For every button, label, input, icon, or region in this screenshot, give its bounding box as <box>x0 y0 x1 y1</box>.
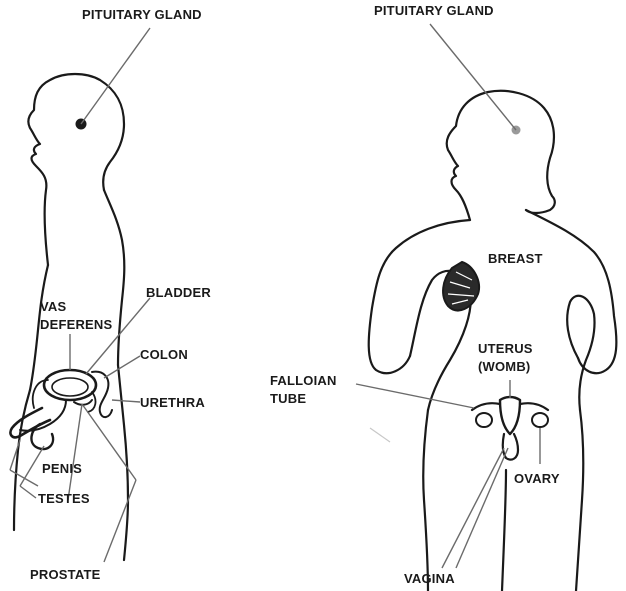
male-back-outline <box>104 190 124 365</box>
female-right-leg-outline <box>576 410 583 591</box>
leader-male-testes-b <box>20 486 36 498</box>
male-bladder-inner <box>52 378 88 396</box>
male-urethra-label: URETHRA <box>140 394 205 412</box>
male-testes-label: TESTES <box>38 490 90 508</box>
leader-female-vagina-a <box>442 448 504 568</box>
female-falloian-label-line1: FALLOIAN <box>270 372 337 390</box>
female-uterus-shape <box>500 397 520 434</box>
male-penis-label: PENIS <box>42 460 82 478</box>
male-vas-deferens-label-line2: DEFERENS <box>40 316 112 334</box>
male-prostate-label: PROSTATE <box>30 566 100 584</box>
female-falloian-label-line2: TUBE <box>270 390 306 408</box>
female-fallopian-tubes <box>472 403 548 410</box>
female-vagina-label: VAGINA <box>404 570 455 588</box>
male-pituitary-label: PITUITARY GLAND <box>82 6 202 24</box>
female-right-waist-outline <box>567 296 594 410</box>
leader-male-urethra <box>112 400 140 402</box>
leader-female-vagina-b <box>456 448 508 568</box>
male-vas-deferens-label-line1: VAS <box>40 298 66 316</box>
male-colon-label: COLON <box>140 346 188 364</box>
female-uterus-label-line2: (WOMB) <box>478 358 530 376</box>
male-head-outline <box>28 74 124 265</box>
female-breast-shape <box>443 262 479 310</box>
female-inner-leg-outline <box>502 470 506 591</box>
leader-male-testes-a <box>20 446 44 486</box>
female-left-ovary <box>476 413 492 427</box>
male-penis-shape <box>10 408 50 437</box>
female-right-ovary <box>532 413 548 427</box>
male-leader-lines <box>10 28 150 562</box>
male-leg-outline <box>14 390 30 530</box>
female-ovary-label: OVARY <box>514 470 560 488</box>
female-breast-label: BREAST <box>488 250 543 268</box>
male-bladder-label: BLADDER <box>146 284 211 302</box>
female-uterus-label-line1: UTERUS <box>478 340 533 358</box>
leader-female-falloian <box>356 384 474 408</box>
stray-mark <box>370 428 390 442</box>
leader-male-prostate-b <box>104 480 136 562</box>
leader-female-pituitary <box>430 24 516 130</box>
female-pituitary-label: PITUITARY GLAND <box>374 2 494 20</box>
female-right-shoulder-outline <box>526 210 616 373</box>
leader-male-colon <box>104 356 140 378</box>
female-left-leg-outline <box>423 410 428 591</box>
leader-male-prostate-c <box>68 404 82 500</box>
